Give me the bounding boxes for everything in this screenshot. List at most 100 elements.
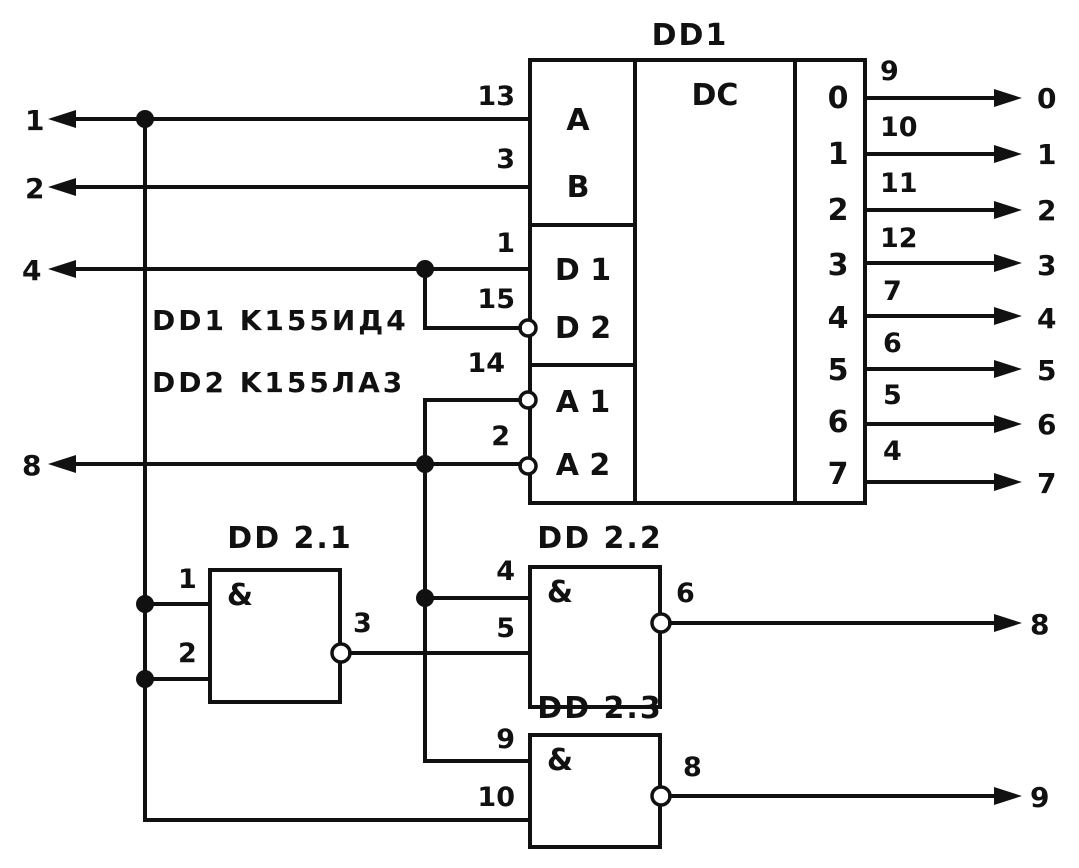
gate-dd2-3-symbol: & xyxy=(547,743,573,778)
output-arrow-5 xyxy=(994,360,1022,378)
decoder-output-label-7: 7 xyxy=(828,457,849,492)
junction-dot xyxy=(416,589,434,607)
gate-dd2-1-pin-in1: 1 xyxy=(178,564,197,595)
output-arrow-0 xyxy=(994,89,1022,107)
wire-bus-a1 xyxy=(423,398,532,763)
wire-bus-input1 xyxy=(143,117,532,822)
decoder-output-pin-3: 12 xyxy=(880,223,918,254)
decoder-a2-inversion-bubble xyxy=(518,456,538,476)
input-net-1: 1 xyxy=(25,104,44,137)
gate-dd2-2: DD 2.2 & 4 5 6 8 xyxy=(496,521,1049,709)
parts-list-line-1: DD1 K155ИД4 xyxy=(152,304,409,337)
input-arrow-2 xyxy=(48,178,76,196)
gate-dd2-3-pin-in2: 10 xyxy=(477,782,515,813)
wire-d1-to-d2 xyxy=(423,267,522,330)
decoder-output-pin-4: 7 xyxy=(883,276,902,307)
output-net-3: 3 xyxy=(1037,249,1056,282)
gate-dd2-3-title: DD 2.3 xyxy=(537,691,662,726)
output-net-1: 1 xyxy=(1037,138,1056,171)
output-arrow-3 xyxy=(994,254,1022,272)
input-net-4: 4 xyxy=(22,254,41,287)
output-net-4: 4 xyxy=(1037,302,1056,335)
input-arrow-1 xyxy=(48,110,76,128)
decoder-output-pin-7: 4 xyxy=(883,436,902,467)
junction-dot xyxy=(136,110,154,128)
junction-dot xyxy=(416,260,434,278)
input-arrow-4 xyxy=(48,260,76,278)
gate-dd2-2-output-bubble xyxy=(650,612,672,634)
decoder-output-label-6: 6 xyxy=(828,405,849,440)
gate-dd2-1-pin-out: 3 xyxy=(353,608,372,639)
decoder-dd1: DD1 DC A B D 1 D 2 A 1 A 2 13 3 1 15 14 … xyxy=(467,18,1056,505)
decoder-input-d2-label: D 2 xyxy=(555,311,611,346)
decoder-pin-a1: 14 xyxy=(467,348,505,379)
gate-dd2-2-pin-in1: 4 xyxy=(496,556,515,587)
decoder-function-label: DC xyxy=(692,78,739,113)
gate-dd2-3-output-bubble xyxy=(650,785,672,807)
gate-dd2-2-title: DD 2.2 xyxy=(537,521,662,556)
decoder-output-label-3: 3 xyxy=(828,248,849,283)
output-net-2: 2 xyxy=(1037,194,1056,227)
decoder-input-a2-label: A 2 xyxy=(556,448,611,483)
output-net-5: 5 xyxy=(1037,354,1056,387)
decoder-input-b-label: B xyxy=(567,170,590,205)
junction-dot xyxy=(136,595,154,613)
gate-dd2-3: DD 2.3 & 9 10 8 9 xyxy=(477,691,1049,849)
parts-list: DD1 K155ИД4 DD2 K155ЛА3 xyxy=(152,304,409,399)
junction-dot xyxy=(416,455,434,473)
decoder-output-wires xyxy=(863,89,1022,491)
input-wires: 1 2 4 8 xyxy=(22,104,532,822)
decoder-d2-inversion-bubble xyxy=(518,318,538,338)
decoder-output-pin-5: 6 xyxy=(883,328,902,359)
decoder-pin-a: 13 xyxy=(477,81,515,112)
decoder-pin-d2: 15 xyxy=(477,284,515,315)
decoder-output-label-4: 4 xyxy=(828,301,849,336)
decoder-title: DD1 xyxy=(652,18,729,53)
decoder-output-label-2: 2 xyxy=(828,193,849,228)
decoder-output-pin-2: 11 xyxy=(880,168,918,199)
junction-dot xyxy=(136,670,154,688)
input-arrow-8 xyxy=(48,455,76,473)
output-arrow-1 xyxy=(994,145,1022,163)
decoder-output-label-5: 5 xyxy=(828,353,849,388)
decoder-body xyxy=(528,58,867,505)
decoder-pin-d1: 1 xyxy=(496,228,515,259)
decoder-input-a1-label: A 1 xyxy=(556,385,611,420)
decoder-pin-b: 3 xyxy=(496,144,515,175)
output-arrow-7 xyxy=(994,473,1022,491)
gate-dd2-3-output-net: 9 xyxy=(1030,781,1049,814)
gate-dd2-2-output-net: 8 xyxy=(1030,608,1049,641)
decoder-output-pin-0: 9 xyxy=(880,56,899,87)
decoder-output-pin-6: 5 xyxy=(883,380,902,411)
decoder-output-label-0: 0 xyxy=(828,81,849,116)
gate-dd2-3-pin-in1: 9 xyxy=(496,724,515,755)
gate-dd2-2-pin-in2: 5 xyxy=(496,613,515,644)
gate-dd2-1-title: DD 2.1 xyxy=(227,521,352,556)
decoder-input-a-label: A xyxy=(566,103,590,138)
gate-dd2-1-output-bubble xyxy=(330,642,352,664)
gate-dd2-2-pin-out: 6 xyxy=(676,578,695,609)
decoder-pin-a2: 2 xyxy=(491,421,510,452)
gate-dd2-1: DD 2.1 & 1 2 3 xyxy=(178,521,532,704)
gate-dd2-3-output-arrow xyxy=(994,787,1022,805)
output-net-0: 0 xyxy=(1037,82,1056,115)
input-net-2: 2 xyxy=(25,172,44,205)
output-arrow-4 xyxy=(994,307,1022,325)
gate-dd2-2-output-arrow xyxy=(994,614,1022,632)
parts-list-line-2: DD2 K155ЛА3 xyxy=(152,366,405,399)
input-net-8: 8 xyxy=(22,449,41,482)
decoder-output-label-1: 1 xyxy=(828,137,849,172)
gate-dd2-3-body xyxy=(528,733,662,849)
decoder-output-pin-1: 10 xyxy=(880,112,918,143)
decoder-input-d1-label: D 1 xyxy=(555,253,611,288)
output-arrow-2 xyxy=(994,201,1022,219)
output-net-7: 7 xyxy=(1037,467,1056,500)
gate-dd2-3-pin-out: 8 xyxy=(683,752,702,783)
gate-dd2-2-body xyxy=(528,565,662,709)
output-arrow-6 xyxy=(994,415,1022,433)
gate-dd2-1-symbol: & xyxy=(227,578,253,613)
gate-dd2-1-body xyxy=(208,568,342,704)
output-net-6: 6 xyxy=(1037,408,1056,441)
decoder-a1-inversion-bubble xyxy=(518,390,538,410)
